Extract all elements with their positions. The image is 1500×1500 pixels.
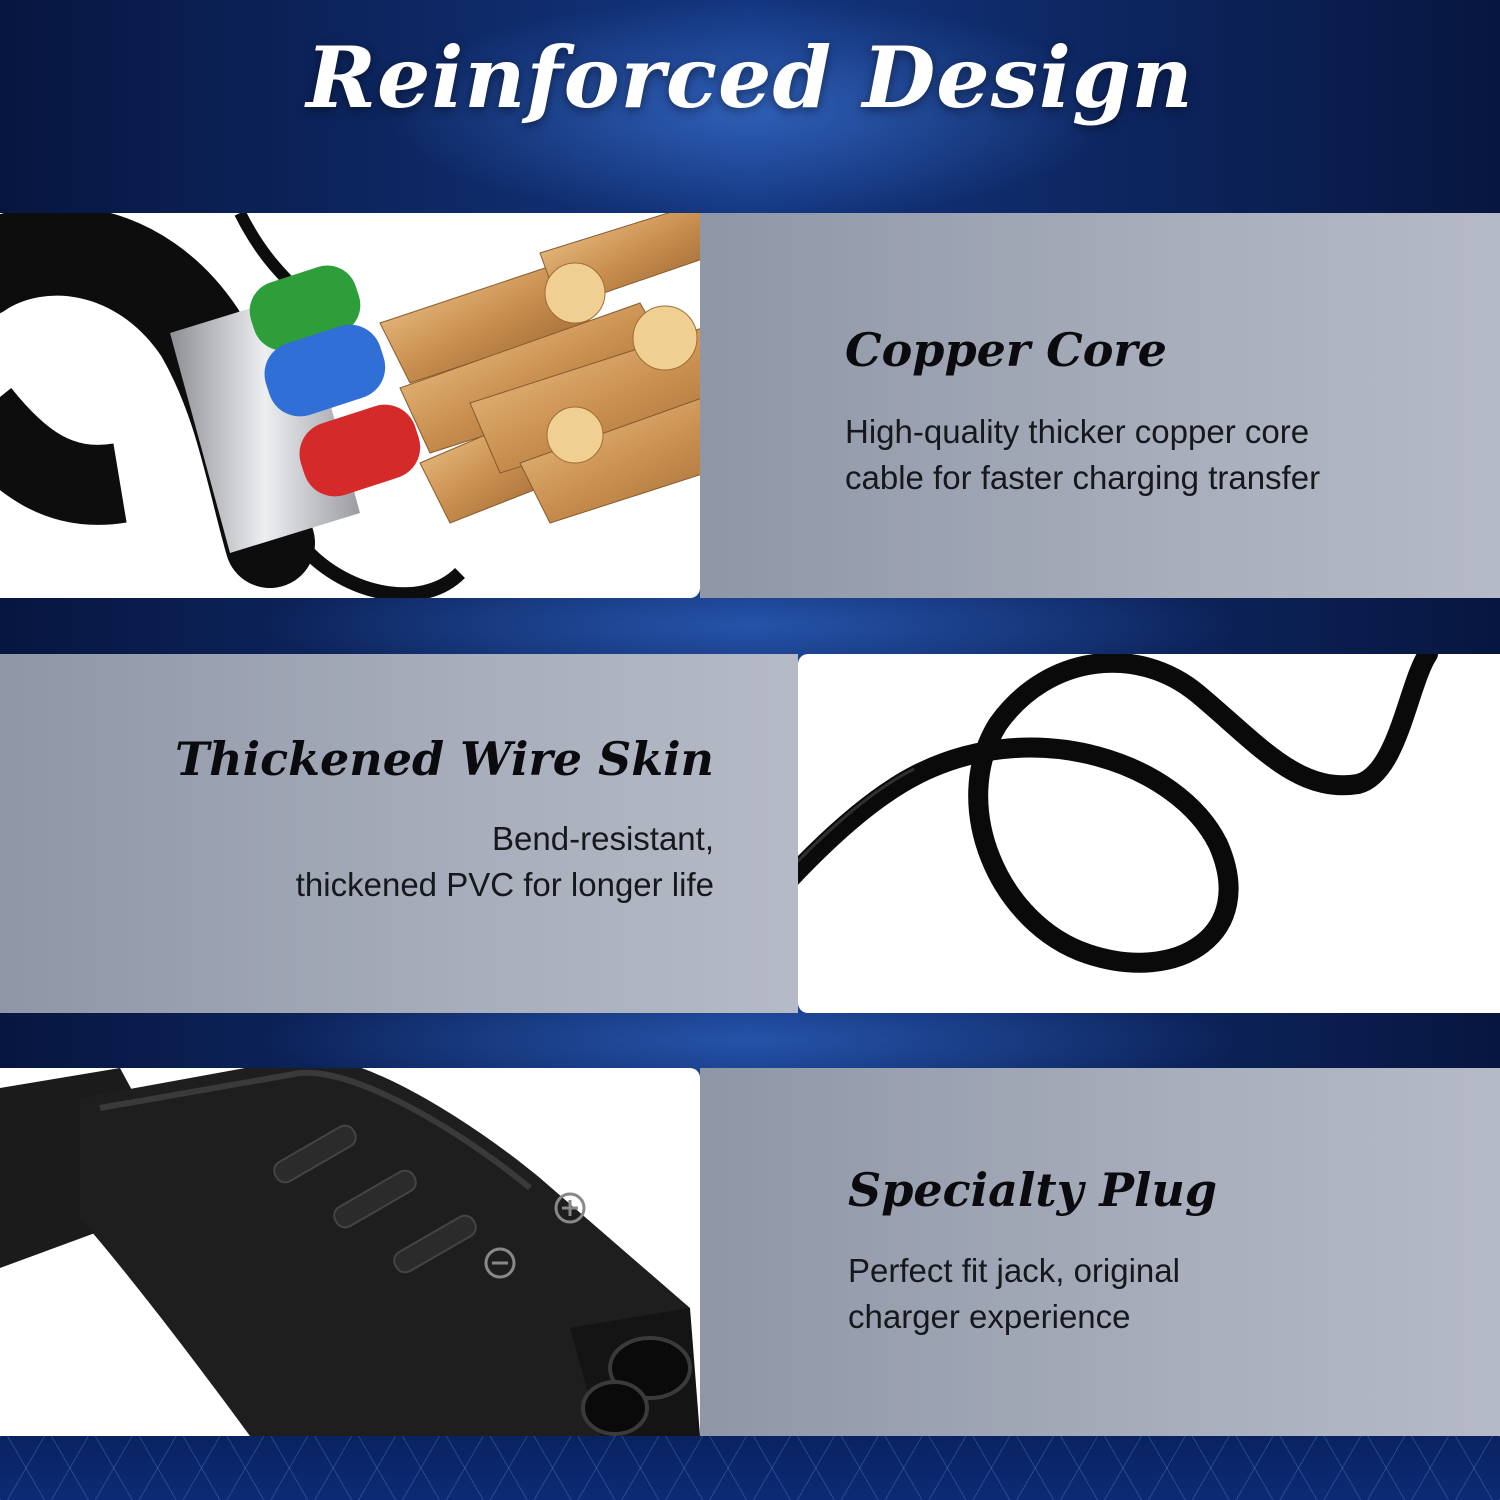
wire-skin-image-panel bbox=[798, 654, 1500, 1013]
copper-core-image-panel bbox=[0, 213, 700, 598]
feature-wire-skin: Thickened Wire Skin Bend-resistant, thic… bbox=[0, 654, 1500, 1013]
copper-core-description: High-quality thicker copper core cable f… bbox=[845, 409, 1320, 501]
plug-connector-illustration bbox=[0, 1068, 700, 1436]
specialty-plug-description-line: Perfect fit jack, original bbox=[848, 1252, 1180, 1289]
polarity-markers bbox=[484, 1192, 586, 1279]
specialty-plug-image-panel bbox=[0, 1068, 700, 1436]
copper-core-description-line: High-quality thicker copper core bbox=[845, 413, 1310, 450]
feature-copper-core: Copper Core High-quality thicker copper … bbox=[0, 213, 1500, 598]
wire-skin-text-panel bbox=[0, 654, 798, 1013]
wire-skin-description-line: thickened PVC for longer life bbox=[295, 866, 714, 903]
wire-skin-description-line: Bend-resistant, bbox=[492, 820, 714, 857]
feature-specialty-plug: Specialty Plug Perfect fit jack, origina… bbox=[0, 1068, 1500, 1436]
specialty-plug-description-line: charger experience bbox=[848, 1298, 1131, 1335]
specialty-plug-text-panel bbox=[700, 1068, 1500, 1436]
copper-core-cable-illustration bbox=[0, 213, 700, 598]
specialty-plug-description: Perfect fit jack, original charger exper… bbox=[848, 1248, 1180, 1340]
page-title: Reinforced Design bbox=[306, 28, 1194, 127]
hex-grid-pattern bbox=[0, 1435, 1500, 1500]
copper-core-heading: Copper Core bbox=[845, 323, 1167, 377]
coiled-cable-illustration bbox=[798, 654, 1438, 973]
copper-core-description-line: cable for faster charging transfer bbox=[845, 459, 1321, 496]
wire-skin-description: Bend-resistant, thickened PVC for longer… bbox=[296, 816, 714, 908]
wire-skin-heading: Thickened Wire Skin bbox=[174, 732, 714, 786]
copper-core-text-panel bbox=[700, 213, 1500, 598]
specialty-plug-heading: Specialty Plug bbox=[848, 1163, 1218, 1217]
